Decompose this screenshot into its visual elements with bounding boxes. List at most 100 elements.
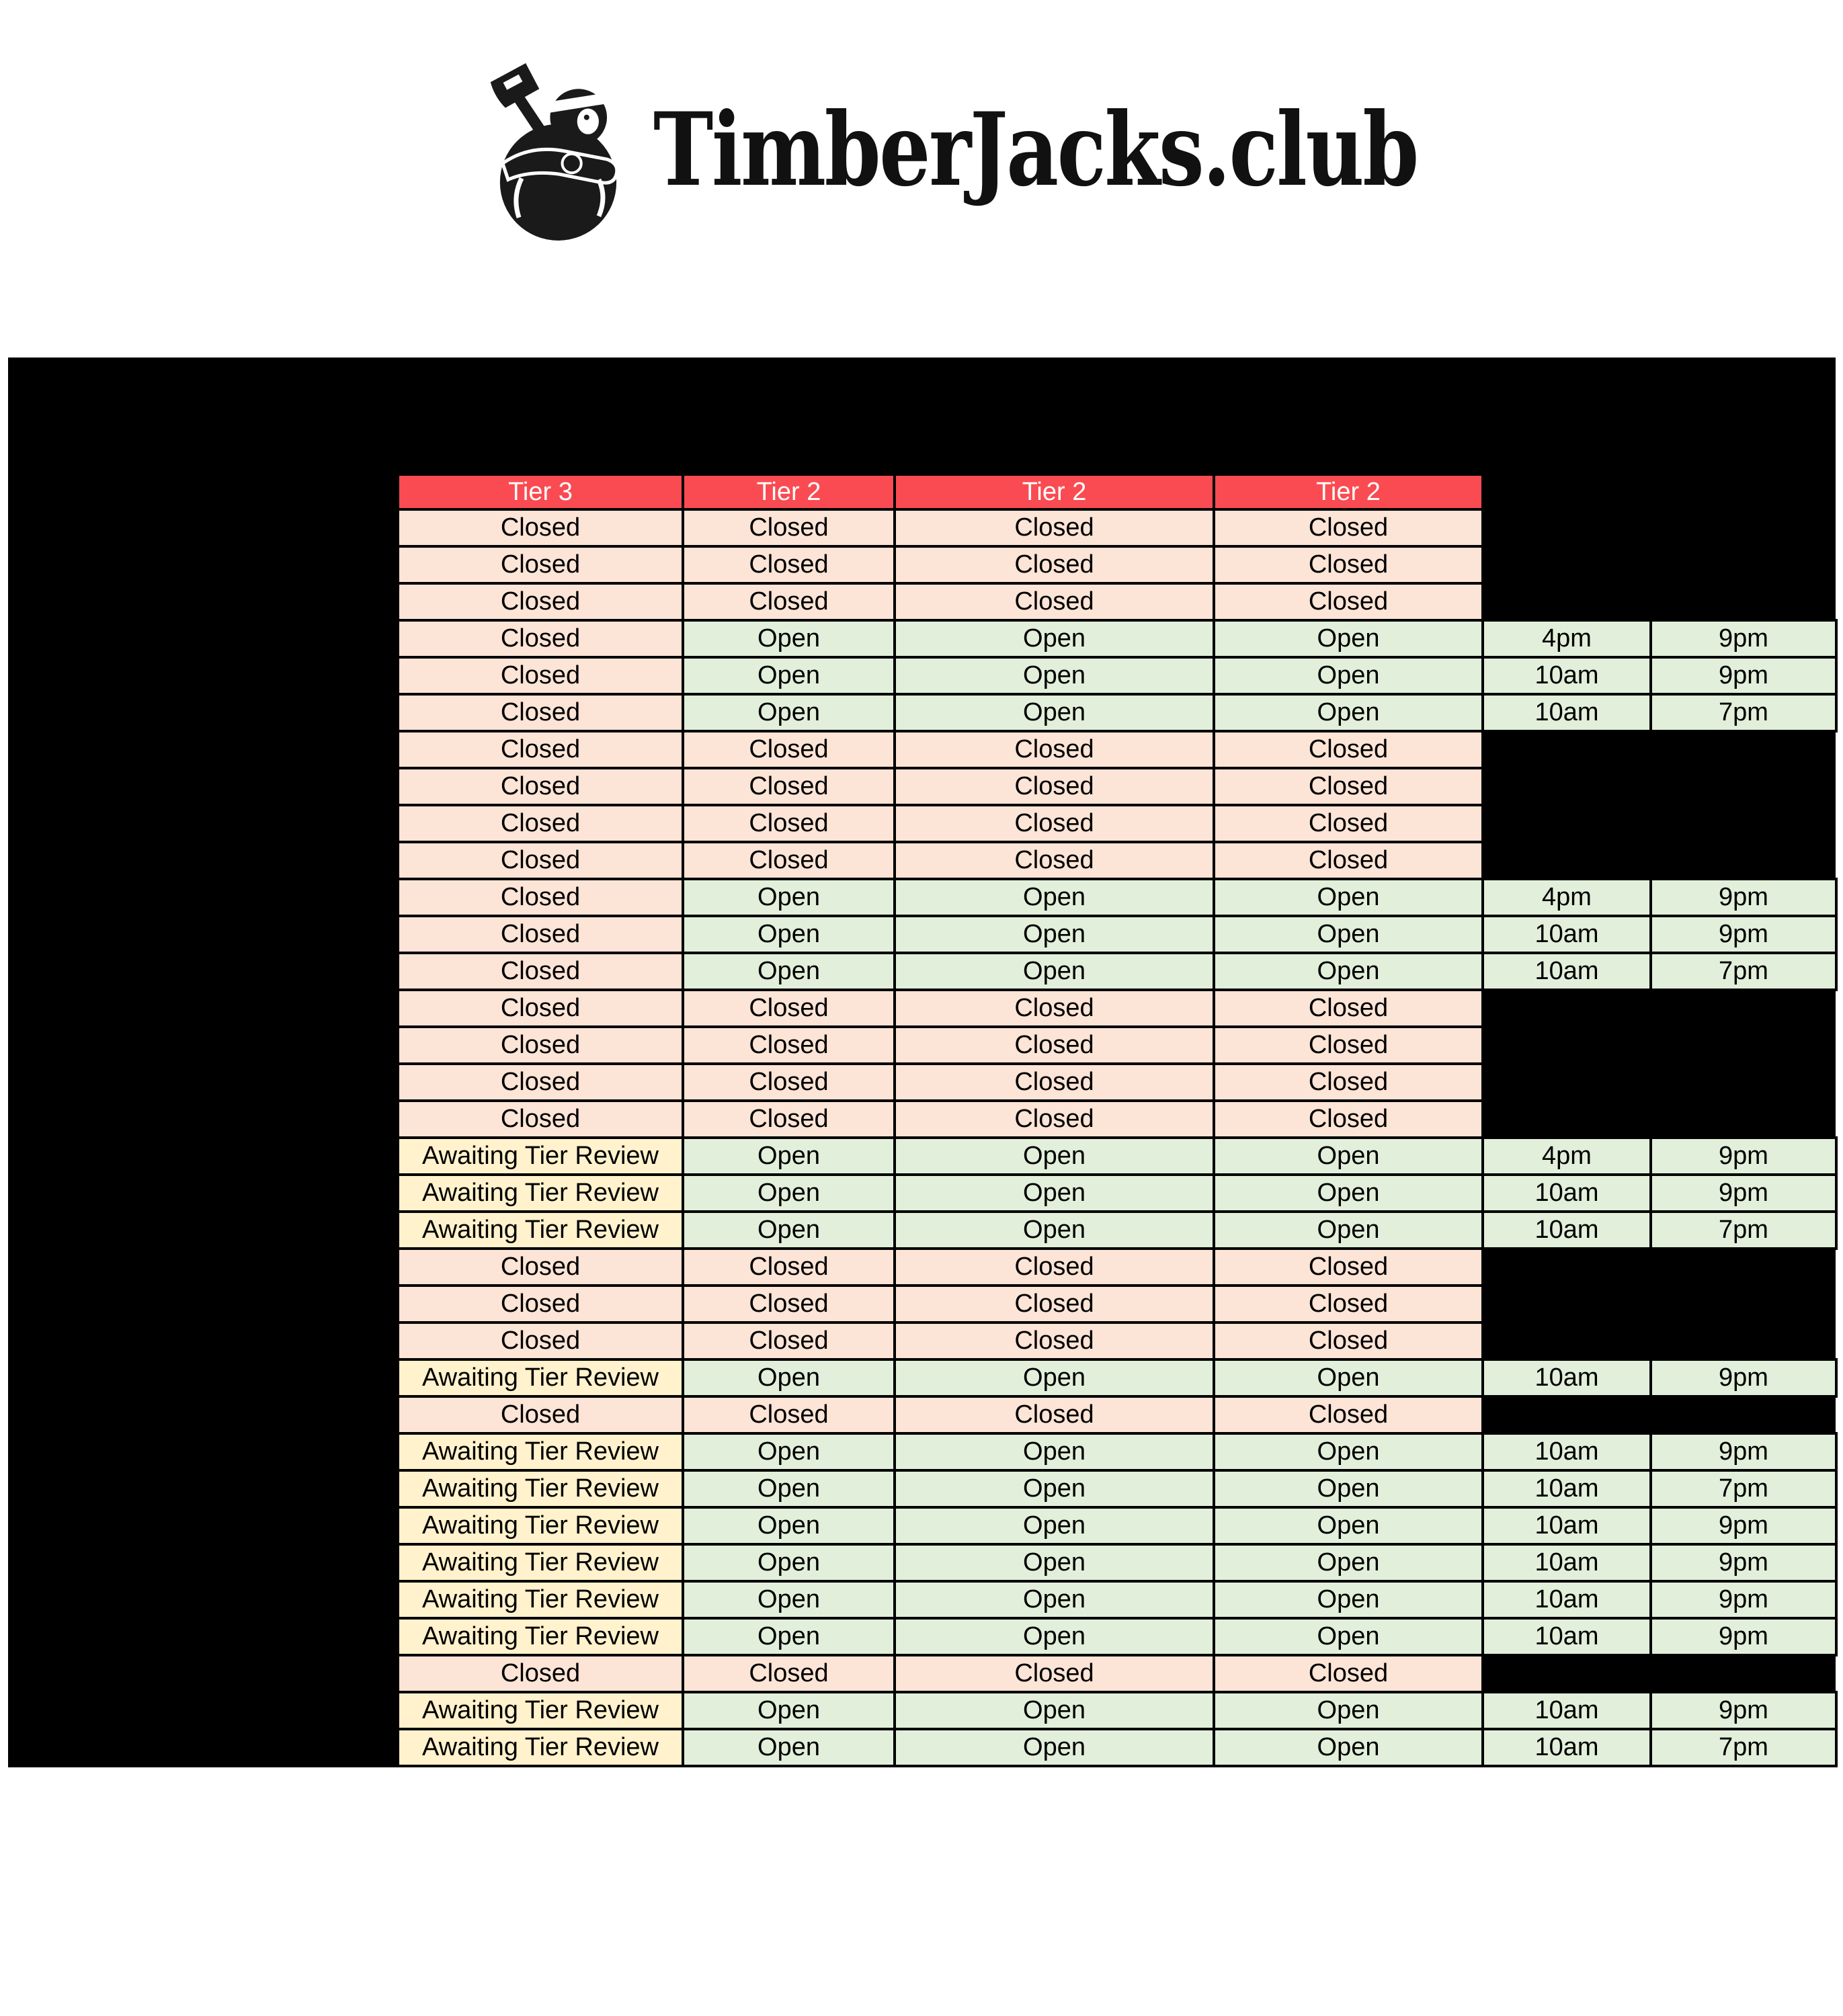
close-time-cell: 9pm: [1649, 915, 1838, 954]
status-cell: Closed: [682, 1654, 896, 1693]
open-time-cell: 4pm: [1481, 878, 1652, 917]
empty-cell: [1483, 1249, 1651, 1286]
status-cell: Open: [1213, 1728, 1484, 1767]
status-cell: Closed: [682, 1284, 896, 1324]
status-cell: Open: [682, 656, 896, 696]
close-time-cell: 9pm: [1649, 1432, 1838, 1472]
empty-cell: [1483, 1655, 1651, 1692]
tier-header-cell: Tier 2: [682, 473, 896, 511]
close-time-cell: 9pm: [1649, 656, 1838, 696]
status-cell: Closed: [682, 1099, 896, 1139]
status-cell: Open: [682, 1358, 896, 1398]
status-cell: Open: [682, 1580, 896, 1620]
status-cell: Open: [893, 1728, 1215, 1767]
open-time-cell: 10am: [1481, 1173, 1652, 1213]
status-cell: Closed: [1213, 767, 1484, 806]
status-cell: Closed: [893, 730, 1215, 769]
open-time-cell: 10am: [1481, 693, 1652, 732]
close-time-cell: 7pm: [1649, 952, 1838, 991]
status-cell: Open: [1213, 619, 1484, 659]
status-cell: Awaiting Tier Review: [397, 1617, 684, 1656]
status-cell: Open: [1213, 1691, 1484, 1730]
status-cell: Closed: [893, 1025, 1215, 1065]
status-cell: Closed: [1213, 804, 1484, 843]
status-cell: Closed: [397, 1284, 684, 1324]
lumberjack-axe-icon: [490, 63, 619, 241]
empty-cell: [1483, 990, 1651, 1027]
status-cell: Closed: [1213, 1395, 1484, 1435]
open-time-cell: 10am: [1481, 656, 1652, 696]
status-cell: Open: [893, 1432, 1215, 1472]
status-cell: Open: [682, 1432, 896, 1472]
status-cell: Closed: [1213, 1321, 1484, 1361]
status-cell: Awaiting Tier Review: [397, 1543, 684, 1583]
status-cell: Open: [1213, 1136, 1484, 1176]
status-cell: Closed: [893, 1062, 1215, 1102]
open-time-cell: 10am: [1481, 1543, 1652, 1583]
logo-header: TimberJacks.club: [0, 0, 1843, 358]
status-cell: Closed: [1213, 508, 1484, 548]
status-cell: Closed: [893, 1321, 1215, 1361]
status-cell: Closed: [893, 1099, 1215, 1139]
status-cell: Open: [893, 1210, 1215, 1250]
status-cell: Awaiting Tier Review: [397, 1728, 684, 1767]
open-time-cell: 10am: [1481, 1432, 1652, 1472]
status-cell: Closed: [893, 1247, 1215, 1287]
empty-cell: [1651, 1322, 1836, 1359]
status-cell: Closed: [397, 841, 684, 880]
status-cell: Open: [893, 619, 1215, 659]
status-cell: Open: [1213, 952, 1484, 991]
status-cell: Closed: [682, 1247, 896, 1287]
status-cell: Open: [1213, 1210, 1484, 1250]
status-cell: Awaiting Tier Review: [397, 1691, 684, 1730]
status-cell: Closed: [1213, 545, 1484, 585]
open-time-cell: 10am: [1481, 1506, 1652, 1546]
empty-cell: [1483, 1027, 1651, 1064]
empty-cell: [1483, 1101, 1651, 1138]
close-time-cell: 9pm: [1649, 1580, 1838, 1620]
status-cell: Open: [682, 915, 896, 954]
status-cell: Open: [682, 1210, 896, 1250]
open-time-cell: 4pm: [1481, 619, 1652, 659]
open-time-cell: 10am: [1481, 1617, 1652, 1656]
status-cell: Open: [682, 952, 896, 991]
status-cell: Closed: [1213, 1062, 1484, 1102]
status-cell: Closed: [1213, 1247, 1484, 1287]
open-time-cell: 10am: [1481, 1691, 1652, 1730]
status-cell: Closed: [397, 508, 684, 548]
open-time-cell: 10am: [1481, 952, 1652, 991]
open-time-cell: 10am: [1481, 915, 1652, 954]
status-cell: Closed: [1213, 841, 1484, 880]
status-cell: Closed: [682, 1321, 896, 1361]
status-cell: Closed: [1213, 582, 1484, 622]
status-cell: Closed: [1213, 1654, 1484, 1693]
status-cell: Closed: [682, 582, 896, 622]
tier-header-cell: Tier 2: [893, 473, 1215, 511]
status-cell: Awaiting Tier Review: [397, 1173, 684, 1213]
status-cell: Open: [893, 952, 1215, 991]
empty-cell: [1651, 546, 1836, 583]
close-time-cell: 9pm: [1649, 1691, 1838, 1730]
status-cell: Open: [1213, 915, 1484, 954]
status-cell: Closed: [397, 989, 684, 1028]
status-cell: Closed: [1213, 1284, 1484, 1324]
close-time-cell: 9pm: [1649, 1173, 1838, 1213]
